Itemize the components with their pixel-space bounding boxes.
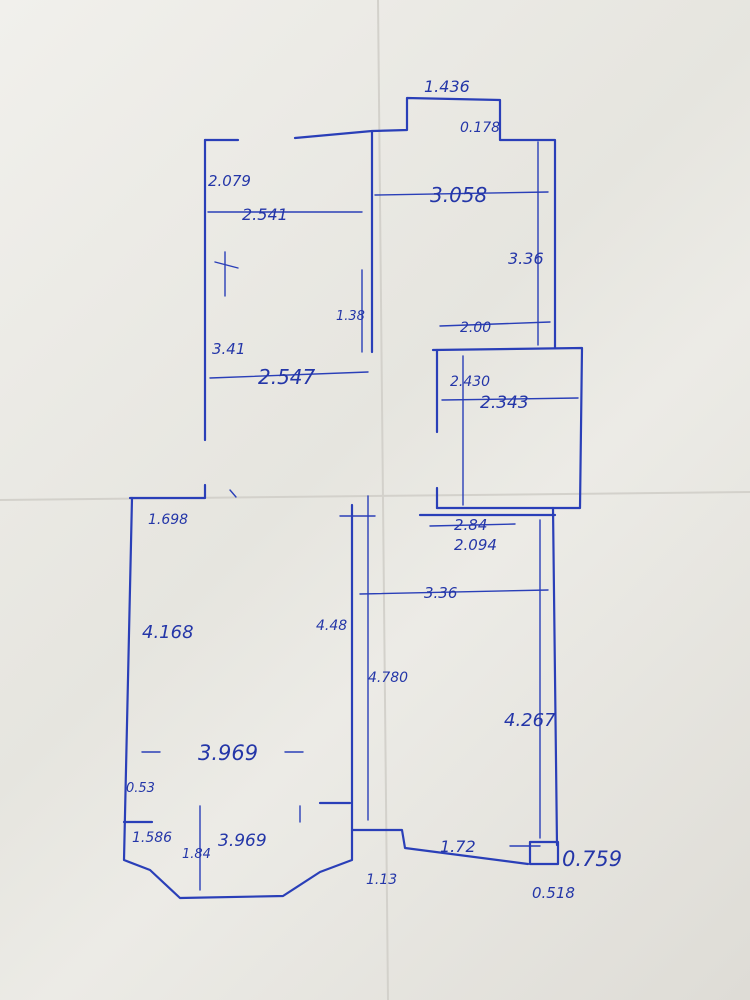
label-left-lower-depth: 3.41 [212, 340, 245, 358]
middle-room-outline [431, 346, 584, 510]
label-upper-right-depth: 3.36 [508, 249, 544, 268]
dimension-labels: 1.436 0.178 2.079 2.541 3.058 3.36 1.38 … [126, 77, 622, 902]
label-corner-box-a: 0.759 [562, 847, 622, 871]
label-upper-left-depth: 2.079 [208, 172, 251, 190]
label-bottom-gap: 1.13 [366, 872, 397, 888]
dim-arrow-lower-right-width [359, 589, 549, 595]
dim-tick-upper-left [214, 261, 239, 269]
label-upper-left-width: 2.541 [242, 205, 288, 224]
label-middle-width: 2.343 [480, 393, 529, 413]
label-lower-right-top-b: 2.094 [454, 536, 497, 554]
dim-arrow-middle-width [441, 397, 579, 401]
label-middle-top-width: 2.00 [460, 320, 491, 336]
label-bottom-run: 1.72 [440, 837, 476, 856]
label-lower-right-top-a: 2.84 [454, 516, 487, 534]
dim-arrow-left-lower-width [209, 371, 369, 379]
top-wall-and-bump [293, 96, 557, 350]
vertical-fold-crease [377, 0, 389, 1000]
label-left-lower-width: 2.547 [258, 365, 316, 389]
label-corner-box-b: 0.518 [532, 884, 575, 902]
label-top-bump-width: 1.436 [424, 77, 470, 96]
label-upper-right-width: 3.058 [430, 183, 487, 207]
label-bay-side: 1.586 [132, 830, 172, 846]
lower-left-room-outline [128, 483, 207, 500]
bottom-run-wall [350, 828, 530, 866]
dim-arrow-upper-left-bottom [229, 489, 237, 498]
label-bay-depth: 1.84 [182, 847, 211, 862]
label-middle-depth: 2.430 [450, 374, 490, 390]
lower-left-and-bay [122, 496, 354, 900]
label-lower-right-depth: 4.267 [504, 710, 556, 731]
dim-arrow-middle-top [439, 321, 551, 327]
label-lower-left-top: 1.698 [148, 512, 188, 528]
label-bay-width: 3.969 [218, 831, 267, 851]
corner-box [528, 840, 560, 866]
label-bay-small: 0.53 [126, 781, 155, 796]
horizontal-fold-crease [0, 491, 750, 501]
label-lower-left-depth: 4.168 [142, 622, 194, 643]
dimension-lines [141, 141, 579, 891]
label-center-wall-lower: 4.780 [368, 670, 408, 686]
label-lower-left-width: 3.969 [198, 741, 258, 765]
label-left-jog: 1.38 [336, 309, 365, 324]
lower-right-room-right-wall [551, 506, 559, 847]
label-lower-right-width: 3.36 [424, 584, 457, 602]
label-center-wall: 4.48 [316, 618, 347, 634]
label-bump-corner: 0.178 [460, 120, 500, 136]
dim-arrow-upper-right-width [374, 191, 549, 196]
dim-arrow-lower-right-top [429, 523, 516, 527]
walls [122, 96, 584, 900]
